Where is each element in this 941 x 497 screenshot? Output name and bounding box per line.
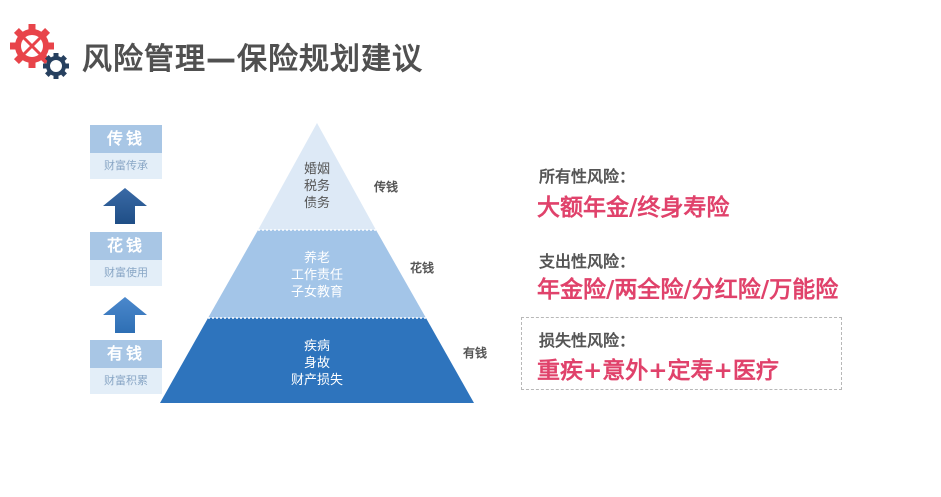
pyramid-side-label-bottom: 有钱 (463, 346, 488, 360)
ladder-step-have-money: 有钱 财富积累 (90, 340, 162, 394)
products-expense: 年金险/两全险/分红险/万能险 (537, 277, 839, 303)
risk-category-loss: 损失性风险： (539, 331, 636, 350)
ladder-step-label: 传钱 (90, 125, 162, 153)
pyramid-top-label: 婚姻 税务 债务 (267, 161, 367, 212)
highlight-box (521, 317, 842, 390)
products-ownership: 大额年金/终身寿险 (537, 195, 730, 221)
ladder-step-pass-money: 传钱 财富传承 (90, 125, 162, 179)
ladder-step-label: 花钱 (90, 232, 162, 260)
pyramid-bottom-label: 疾病 身故 财产损失 (257, 338, 377, 389)
pyramid-line: 税务 (303, 179, 330, 194)
risk-category-ownership: 所有性风险： (539, 167, 636, 186)
ladder-step-sub: 财富传承 (90, 153, 162, 179)
arrow-up-icon (103, 297, 147, 333)
pyramid-line: 养老 (303, 251, 330, 266)
products-loss: 重疾+意外+定寿+医疗 (537, 358, 779, 384)
risk-pyramid: 婚姻 税务 债务 养老 工作责任 子女教育 疾病 身故 财产损失 (158, 123, 476, 405)
pyramid-line: 债务 (303, 196, 330, 211)
pyramid-line: 婚姻 (303, 162, 330, 177)
pyramid-side-label-top: 传钱 (374, 180, 399, 194)
arrow-up-icon (103, 188, 147, 224)
pyramid-line: 工作责任 (290, 268, 343, 283)
ladder-step-spend-money: 花钱 财富使用 (90, 232, 162, 286)
ladder-step-sub: 财富积累 (90, 368, 162, 394)
page-title: 风险管理—保险规划建议 (82, 42, 423, 77)
ladder-step-label: 有钱 (90, 340, 162, 368)
ladder-step-sub: 财富使用 (90, 260, 162, 286)
pyramid-middle-label: 养老 工作责任 子女教育 (257, 250, 377, 301)
pyramid-line: 子女教育 (290, 285, 343, 300)
risk-category-expense: 支出性风险： (539, 252, 636, 271)
gears-logo-icon (10, 24, 69, 79)
pyramid-tier-bottom (160, 318, 474, 403)
pyramid-tier-middle (208, 230, 426, 318)
pyramid-side-label-middle: 花钱 (410, 261, 435, 275)
pyramid-line: 身故 (303, 356, 330, 371)
pyramid-line: 财产损失 (290, 373, 343, 388)
pyramid-line: 疾病 (303, 339, 330, 354)
pyramid-tier-top (258, 123, 376, 230)
